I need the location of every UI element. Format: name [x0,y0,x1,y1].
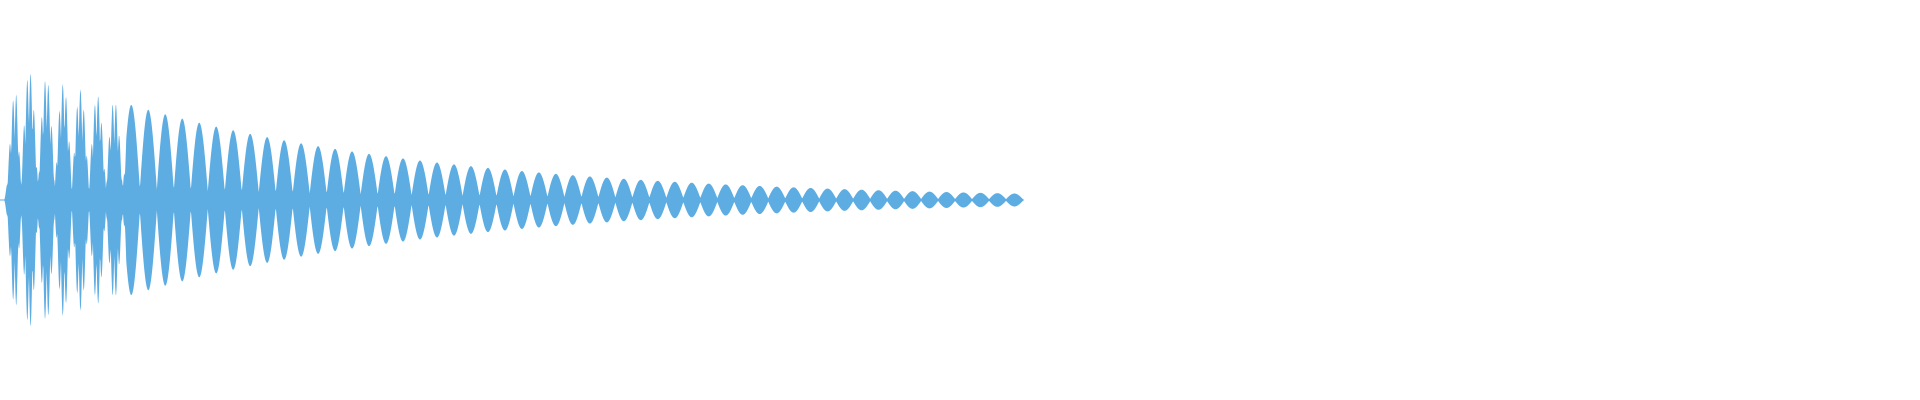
waveform-panel[interactable] [0,0,1920,400]
audio-waveform[interactable] [0,0,1920,400]
